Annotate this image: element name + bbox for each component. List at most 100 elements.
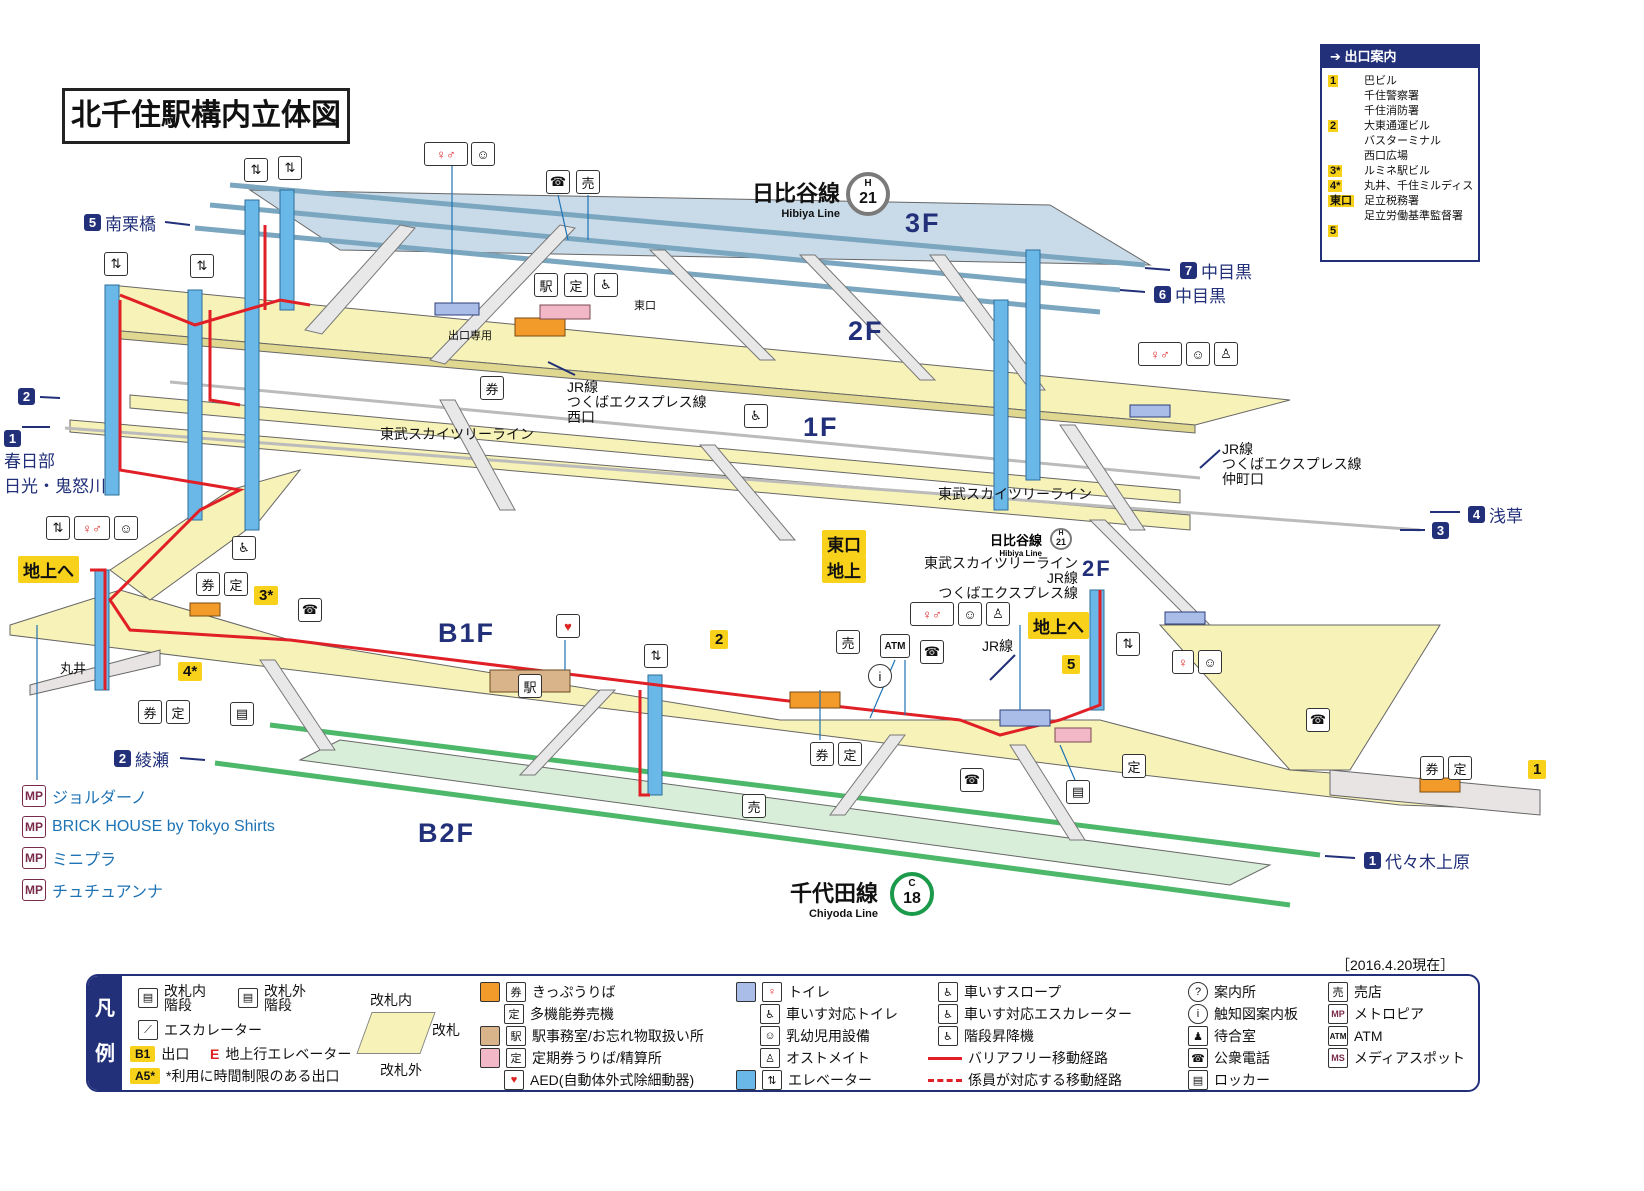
phone-icon: ☎ bbox=[1188, 1048, 1208, 1068]
toilet-3f bbox=[434, 302, 480, 316]
hibiya-line-badge-small: H 21 bbox=[1050, 528, 1072, 550]
wheelchair-toilet-icon: ♿ bbox=[760, 1004, 780, 1024]
chiyoda-line-letter: C bbox=[908, 878, 916, 889]
facility-icon-escalator: ♿ bbox=[744, 404, 768, 428]
ostomate-icon: ♙ bbox=[986, 602, 1010, 626]
hibiya-line-number-small: 21 bbox=[1055, 537, 1066, 547]
tactile-map-icon: i bbox=[868, 664, 892, 688]
facility-icon-phone-b1f: ☎ bbox=[298, 598, 322, 622]
direction-number: 3 bbox=[1432, 522, 1449, 539]
direction-3-tobu: 3 bbox=[1432, 522, 1453, 539]
direction-kasukabe: 1 春日部 日光・鬼怒川 bbox=[4, 430, 106, 497]
toilet-icon: ♀ bbox=[1172, 650, 1194, 674]
direction-asakusa: 4 浅草 bbox=[1468, 502, 1523, 527]
facility-icons-exit1: 券 定 bbox=[1420, 756, 1472, 780]
pass-office-icon: 定 bbox=[1122, 754, 1146, 778]
direction-arrows bbox=[22, 221, 1460, 859]
direction-number: 5 bbox=[84, 214, 101, 231]
baby-icon: ☺ bbox=[471, 142, 495, 166]
exit-guide-row: バスターミナル bbox=[1364, 135, 1441, 147]
legend-slope: ♿車いすスロープ bbox=[938, 982, 1061, 1002]
chiyoda-track-upper bbox=[269, 722, 1321, 858]
exit-1-badge: 1 bbox=[1528, 760, 1547, 779]
floor-b1f-east-concourse bbox=[1158, 624, 1441, 771]
legend-aed: ♥AED(自動体外式除細動器) bbox=[504, 1070, 694, 1090]
direction-ayase: 2 綾瀬 bbox=[114, 746, 169, 771]
pass-office-2f bbox=[539, 304, 591, 320]
legend-ticket: 券きっぷうりば bbox=[480, 982, 615, 1002]
hibiya-line-letter: H bbox=[864, 178, 872, 189]
pass-icon bbox=[480, 1048, 500, 1068]
jr-nakacho-exit-label: JR線 つくばエクスプレス線 仲町口 bbox=[1222, 441, 1362, 487]
hibiya-line-number: 21 bbox=[859, 190, 877, 207]
direction-label: 南栗橋 bbox=[105, 215, 156, 234]
hibiya-line-label: 日比谷線 Hibiya Line bbox=[752, 176, 840, 220]
ticket-machine-icon: 券 bbox=[506, 982, 526, 1002]
elevator-icon: ⇅ bbox=[278, 156, 302, 180]
hibiya-line-badge: H 21 bbox=[846, 172, 890, 216]
toilet-icon: ♀♂ bbox=[424, 142, 468, 166]
tobu-line-label-east: 東武スカイツリーライン bbox=[938, 486, 1092, 502]
baby-icon: ☺ bbox=[760, 1026, 780, 1046]
atm-icon: ATM bbox=[1328, 1026, 1348, 1046]
locker-icon: ▤ bbox=[230, 702, 254, 726]
direction-number: 6 bbox=[1154, 286, 1171, 303]
elevator-icon: ⇅ bbox=[104, 252, 128, 276]
facility-icon-office-b1f: 駅 bbox=[518, 674, 542, 698]
locker-icon: ▤ bbox=[1188, 1070, 1208, 1090]
elevator-icon: ⇅ bbox=[1116, 632, 1140, 656]
station-office-icon: 駅 bbox=[534, 273, 558, 297]
facility-icons-b1f-ticket: 券 定 bbox=[196, 572, 248, 596]
facility-icon-shop-b2f: 売 bbox=[742, 794, 766, 818]
exit-guide-row: 西口広場 bbox=[1364, 150, 1408, 162]
legend-elevator: ⇅エレベーター bbox=[736, 1070, 872, 1090]
direction-nakameguro-6: 6 中目黒 bbox=[1154, 282, 1226, 307]
legend-toilet: ♀トイレ bbox=[736, 982, 830, 1002]
direction-label-nikko: 日光・鬼怒川 bbox=[4, 477, 106, 496]
callout-lines bbox=[36, 165, 1076, 781]
facility-icon-atm: ATM bbox=[880, 634, 910, 658]
phone-icon: ☎ bbox=[960, 768, 984, 792]
baby-icon: ☺ bbox=[114, 516, 138, 540]
legend-ostomate: ♙オストメイト bbox=[760, 1048, 870, 1068]
media-spot-icon: MS bbox=[1328, 1048, 1348, 1068]
exit-guide-row: 3*ルミネ駅ビル bbox=[1328, 165, 1430, 177]
transfer-lines-label: 東武スカイツリーライン JR線 つくばエクスプレス線 bbox=[924, 555, 1078, 601]
facility-icons-3f: ♀♂ ☺ bbox=[424, 142, 495, 166]
hibiya-line-letter-small: H bbox=[1058, 530, 1064, 537]
barrier-free-route bbox=[90, 225, 1102, 797]
direction-yoyogiuehara: 1 代々木上原 bbox=[1364, 848, 1470, 873]
legend-stairs-in: ▤改札内 階段 bbox=[138, 984, 206, 1012]
hibiya-line-name-small: 日比谷線 bbox=[990, 533, 1043, 548]
facility-icon-tactile: i bbox=[868, 664, 892, 688]
facility-icons-b1f-west: ⇅ ♀♂ ☺ bbox=[46, 516, 138, 540]
facility-icons-b1f-east-ticket: 券 定 bbox=[810, 742, 862, 766]
facility-icon-elevator-b: ⇅ bbox=[278, 156, 302, 180]
exit-guide-row: 千住消防署 bbox=[1364, 105, 1419, 117]
tactile-map-icon: i bbox=[1188, 1004, 1208, 1024]
facility-icon-elevator-b1f-east: ⇅ bbox=[1116, 632, 1140, 656]
stairs-icon: ▤ bbox=[238, 988, 258, 1008]
exit-5-badge: 5 bbox=[1062, 655, 1081, 674]
hibiya-track-lower bbox=[194, 225, 1101, 315]
staff-route-line-icon bbox=[928, 1078, 962, 1082]
legend-staff-route: 係員が対応する移動経路 bbox=[928, 1070, 1122, 1090]
ostomate-icon: ♙ bbox=[760, 1048, 780, 1068]
exit-guide-header: ➔ 出口案内 bbox=[1322, 46, 1478, 68]
marui-label: 丸井 bbox=[60, 661, 87, 676]
chiyoda-line-badge: C 18 bbox=[890, 872, 934, 916]
east-gate-label: 東口 bbox=[634, 300, 656, 312]
station-office-icon: 駅 bbox=[518, 674, 542, 698]
facility-icon-locker-b1f-east: ▤ bbox=[1066, 780, 1090, 804]
floor-label-1f: 1F bbox=[803, 412, 839, 442]
floor-1f-tobu-2 bbox=[129, 394, 1181, 504]
multi-ticket-icon: 定 bbox=[504, 1004, 524, 1024]
